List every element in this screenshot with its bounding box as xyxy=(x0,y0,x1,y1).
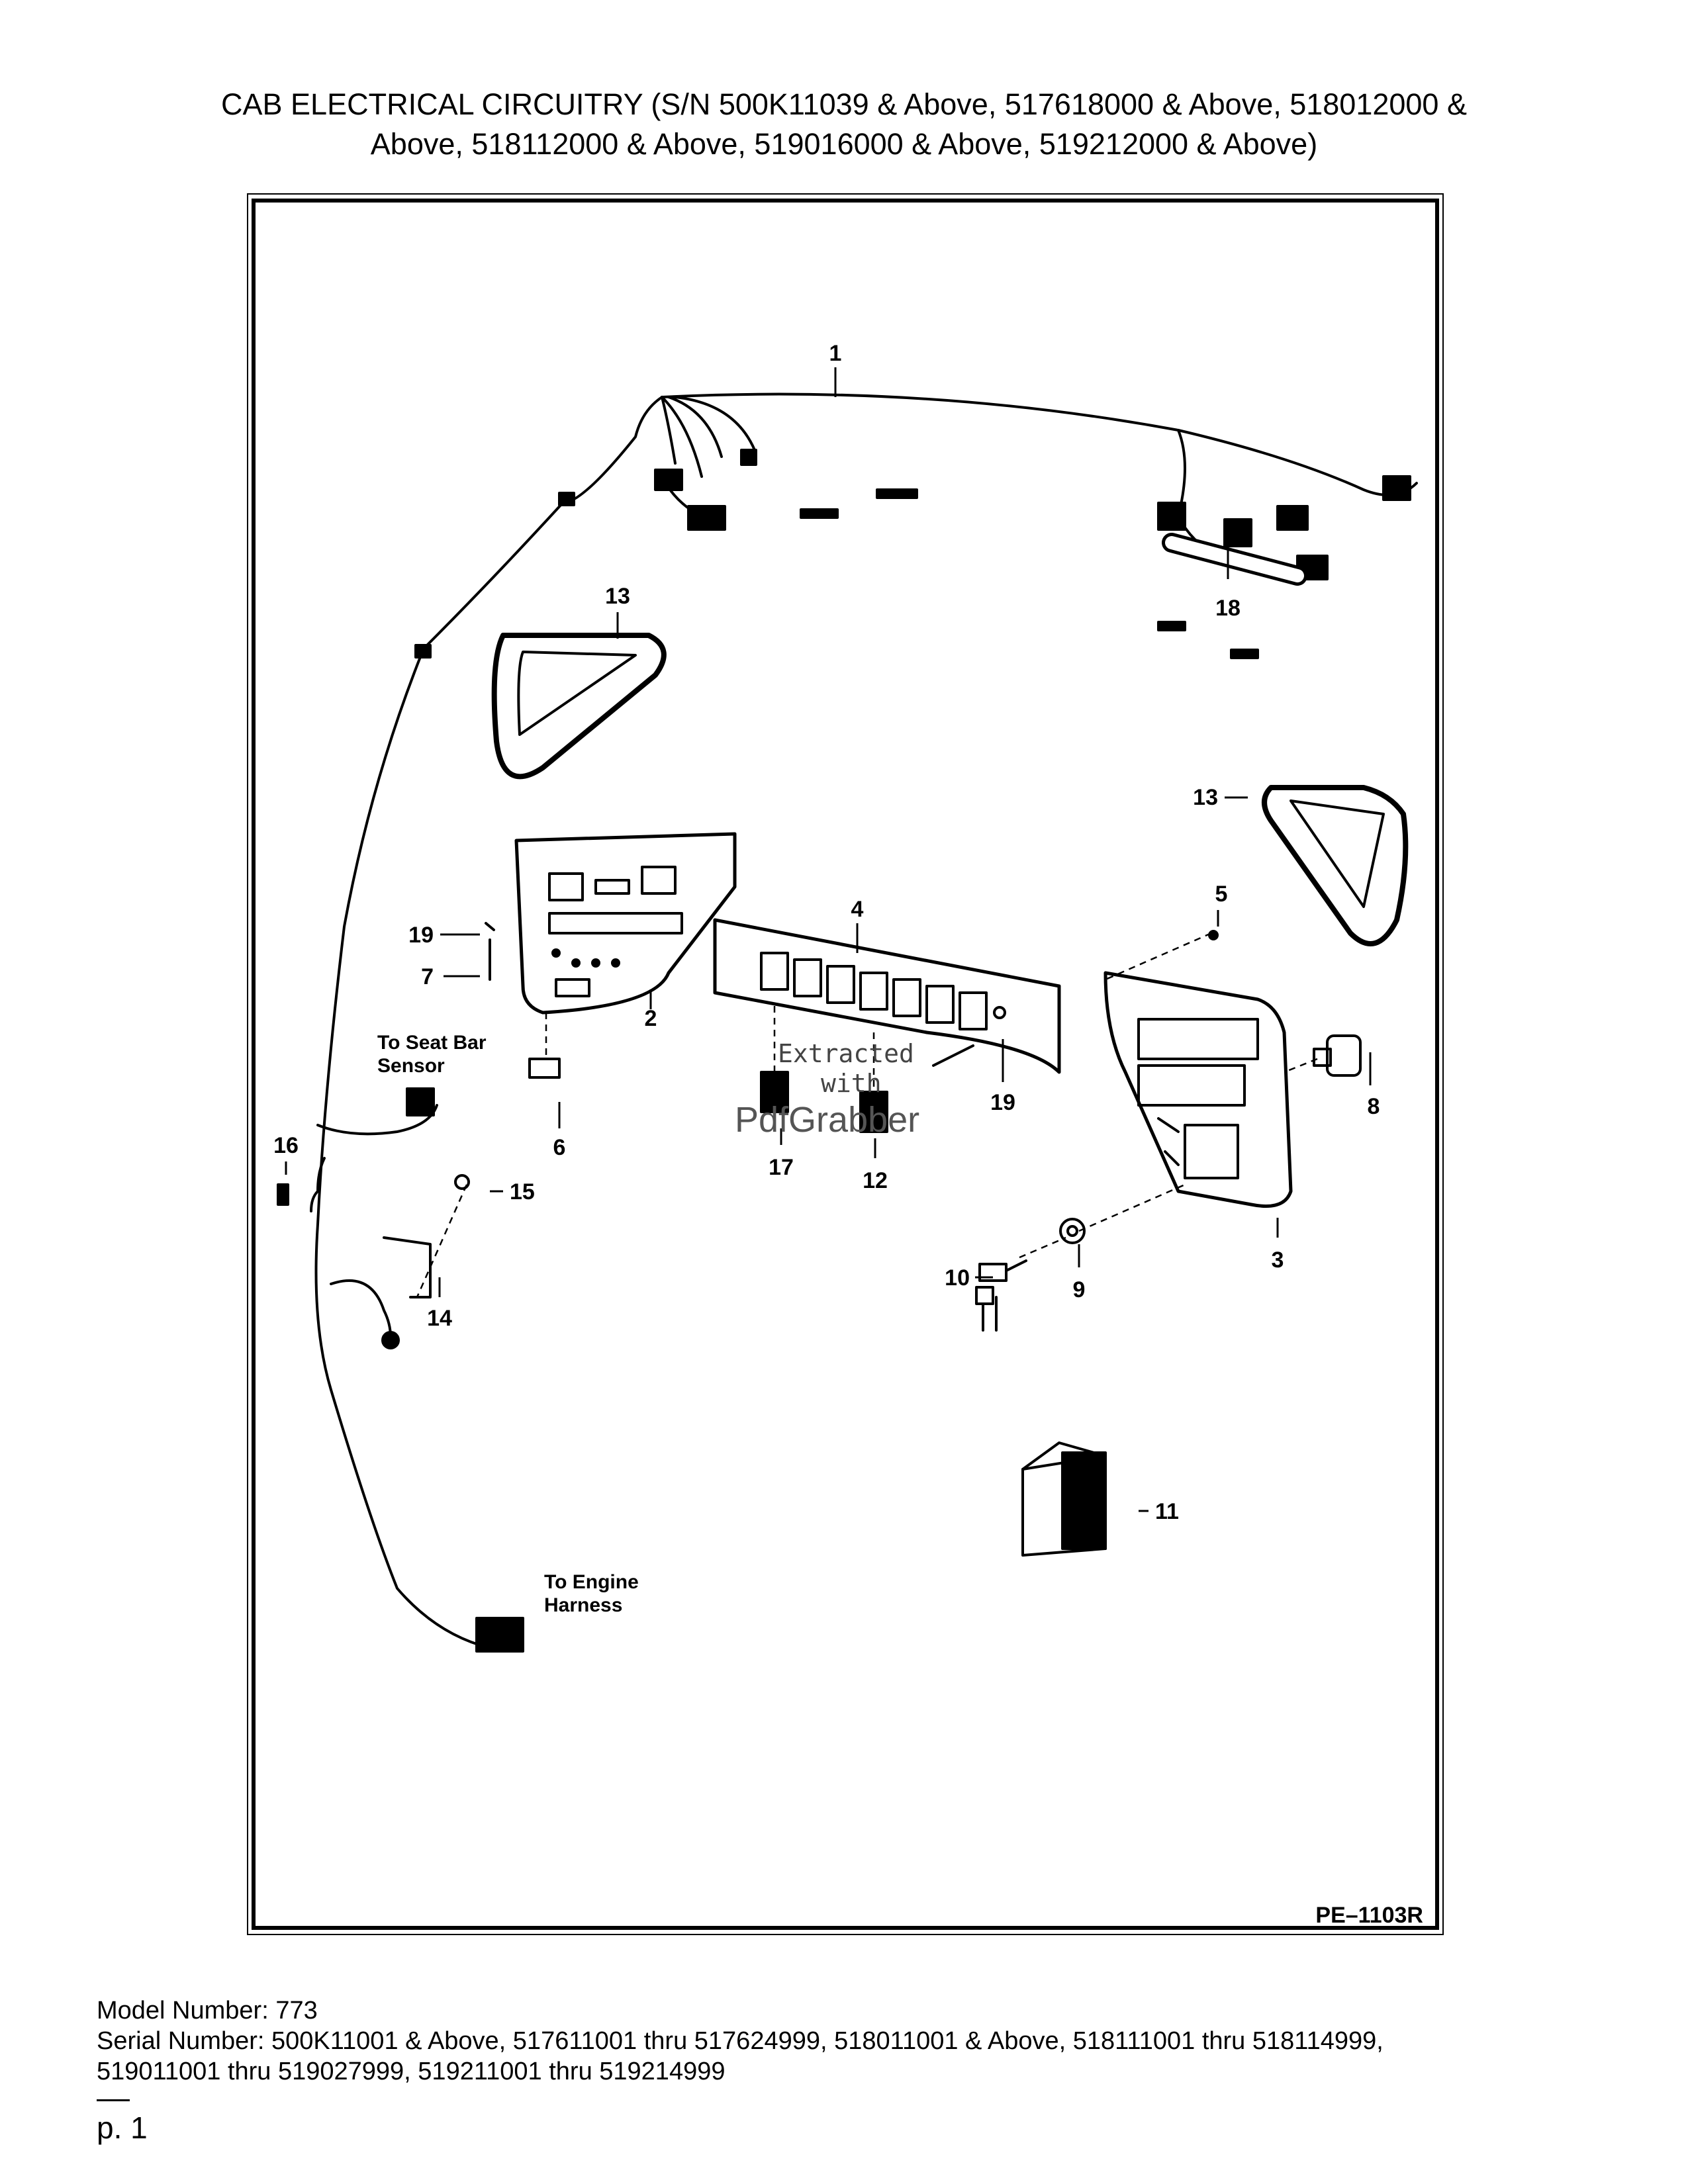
knob xyxy=(1313,1034,1362,1077)
serial-line-2: 519011001 thru 519027999, 519211001 thru… xyxy=(97,2058,726,2085)
callout-2: 2 xyxy=(645,1006,657,1031)
title-line-1: CAB ELECTRICAL CIRCUITRY (S/N 500K11039 … xyxy=(221,87,1467,121)
callout-18: 18 xyxy=(1215,596,1241,621)
note-seat-bar-line1: To Seat Bar xyxy=(377,1032,487,1054)
callout-15: 15 xyxy=(510,1179,535,1205)
callout-16: 16 xyxy=(273,1133,299,1158)
callout-9: 9 xyxy=(1073,1277,1086,1302)
callout-14: 14 xyxy=(427,1306,452,1331)
watermark-line1: Extracted xyxy=(778,1039,914,1068)
nut xyxy=(1059,1218,1086,1244)
callout-12: 12 xyxy=(863,1168,888,1193)
leader-lines xyxy=(285,367,1372,1512)
page-title: CAB ELECTRICAL CIRCUITRY (S/N 500K11039 … xyxy=(99,85,1589,164)
trim-panel-right xyxy=(1262,785,1409,946)
callout-4: 4 xyxy=(851,897,864,922)
instrument-panel xyxy=(1103,971,1293,1208)
callout-10: 10 xyxy=(945,1265,970,1291)
wiring-harness xyxy=(277,392,1418,1653)
watermark-line2: with xyxy=(821,1069,882,1098)
key-switch xyxy=(975,1259,1027,1332)
rocker-switch-12 xyxy=(859,1091,888,1133)
screw-7 xyxy=(485,922,495,981)
callout-13-left: 13 xyxy=(605,584,630,609)
callout-19-left: 19 xyxy=(408,923,434,948)
page-number: p. 1 xyxy=(97,2111,148,2145)
watermark-line3: PdfGrabber xyxy=(735,1100,919,1140)
footer-rule xyxy=(97,2099,130,2101)
screw xyxy=(932,1044,974,1067)
fuse-box xyxy=(1021,1441,1107,1557)
center-switch-panel xyxy=(713,918,1061,1074)
assembly-lines xyxy=(416,932,1318,1298)
callout-11: 11 xyxy=(1155,1499,1179,1524)
callout-5: 5 xyxy=(1215,882,1228,907)
serial-line-1: Serial Number: 500K11001 & Above, 517611… xyxy=(97,2027,1383,2055)
diagram-inner-frame xyxy=(252,199,1439,1930)
title-line-2: Above, 518112000 & Above, 519016000 & Ab… xyxy=(370,127,1318,161)
note-engine-line2: Harness xyxy=(544,1594,622,1616)
drawing-code: PE–1103R xyxy=(1315,1903,1423,1928)
bracket xyxy=(383,1236,432,1298)
left-switch-panel xyxy=(514,832,737,1015)
screw-5 xyxy=(1208,930,1219,940)
callout-3: 3 xyxy=(1272,1248,1284,1273)
model-number: Model Number: 773 xyxy=(97,1997,318,2025)
callout-1: 1 xyxy=(829,341,842,366)
callout-7: 7 xyxy=(421,964,434,989)
note-seat-bar-line2: Sensor xyxy=(377,1055,445,1077)
callout-13-right: 13 xyxy=(1193,785,1218,810)
callout-19-right: 19 xyxy=(990,1090,1015,1115)
rocker-switch-17 xyxy=(760,1071,789,1113)
diagram-outer-frame xyxy=(247,193,1444,1935)
bolt xyxy=(454,1174,470,1190)
callout-17: 17 xyxy=(769,1155,794,1180)
trim-panel-left xyxy=(491,633,667,780)
callout-8: 8 xyxy=(1368,1094,1380,1119)
watermark: Extracted with PdfGrabber xyxy=(735,1039,919,1140)
note-engine-line1: To Engine xyxy=(544,1571,639,1593)
nut-hole xyxy=(1066,1225,1078,1237)
indicator-light xyxy=(528,1058,561,1079)
callout-6: 6 xyxy=(553,1135,566,1160)
